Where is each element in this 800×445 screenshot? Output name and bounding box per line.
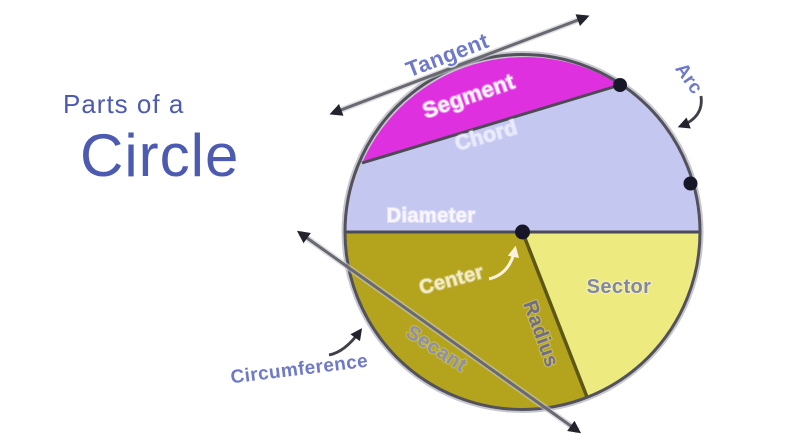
arc-endpoint-top	[613, 78, 627, 92]
circumference-label: Circumference	[229, 351, 369, 389]
diameter-label: Diameter	[387, 205, 476, 227]
circumference-pointer-arrow	[328, 328, 363, 357]
title-line-1: Parts of a	[63, 89, 185, 119]
arc-endpoint-right	[683, 176, 698, 191]
sector-label: Sector	[587, 276, 652, 298]
secant-line	[296, 230, 582, 434]
center-point	[515, 224, 530, 240]
title-line-2: Circle	[80, 122, 240, 189]
chord-diameter-region	[345, 85, 700, 232]
center-pointer-arrow	[488, 245, 520, 281]
arc-label: Arc	[670, 59, 706, 98]
arc-pointer-arrow	[677, 95, 703, 129]
tangent-line	[329, 14, 590, 116]
